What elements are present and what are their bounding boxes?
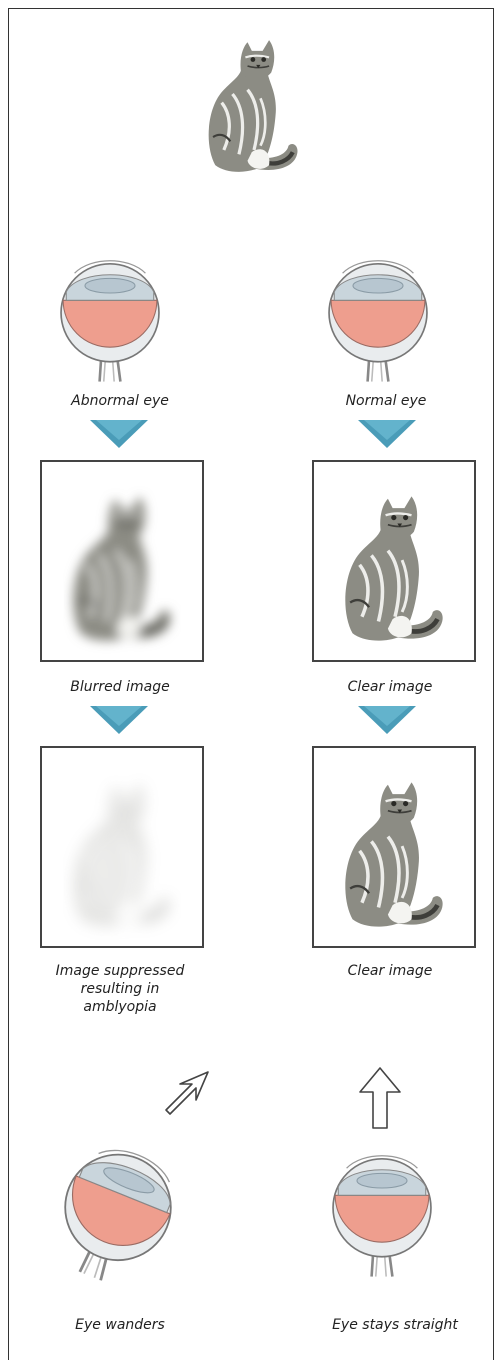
- caption-line: amblyopia: [30, 998, 210, 1016]
- caption-blurred-image: Blurred image: [40, 678, 200, 696]
- caption-line: resulting in: [30, 980, 210, 998]
- caption-abnormal-eye: Abnormal eye: [40, 392, 200, 410]
- clear-image-panel: [312, 746, 476, 948]
- caption-normal-eye: Normal eye: [296, 392, 476, 410]
- down-arrow-icon: [88, 418, 150, 450]
- caption-clear-image: Clear image: [300, 678, 480, 696]
- blurred-image-panel: [40, 460, 204, 662]
- caption-clear-image: Clear image: [300, 962, 480, 980]
- clear-image-panel: [312, 460, 476, 662]
- suppressed-image-panel: [40, 746, 204, 948]
- caption-eye-stays-straight: Eye stays straight: [300, 1316, 490, 1334]
- normal-eyeball-icon: [328, 250, 428, 386]
- caption-eye-wanders: Eye wanders: [40, 1316, 200, 1334]
- abnormal-eyeball-icon: [60, 250, 160, 386]
- caption-line: Image suppressed: [30, 962, 210, 980]
- down-arrow-icon: [356, 418, 418, 450]
- down-arrow-icon: [88, 704, 150, 736]
- caption-image-suppressed: Image suppressed resulting in amblyopia: [30, 962, 210, 1016]
- wandering-eyeball-icon: [64, 1140, 172, 1286]
- down-arrow-icon: [356, 704, 418, 736]
- top-cat-image: [198, 38, 310, 178]
- diagonal-outline-arrow-icon: [158, 1064, 216, 1122]
- up-outline-arrow-icon: [356, 1064, 404, 1132]
- straight-eyeball-icon: [332, 1140, 432, 1286]
